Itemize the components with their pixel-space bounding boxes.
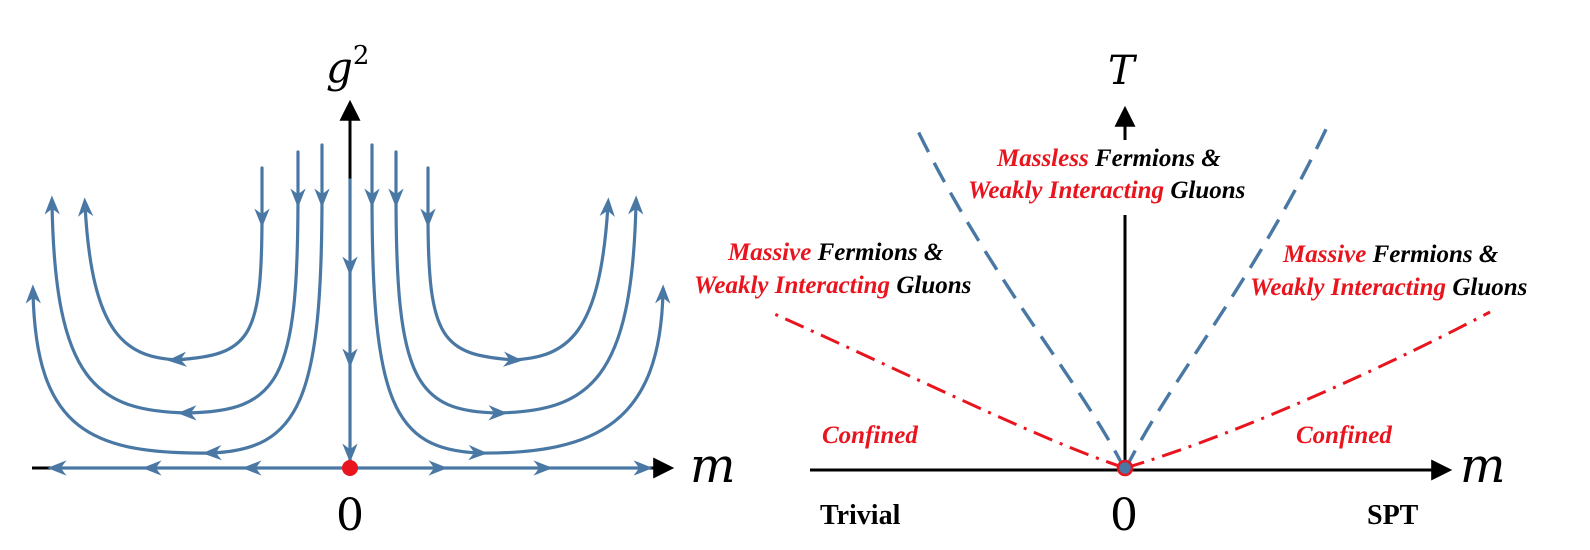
top-label-background xyxy=(990,140,1290,215)
right-origin-point xyxy=(1116,459,1134,477)
left-m-axis-label: m xyxy=(690,438,736,494)
region-label-upper-left: Massive Fermions & Weakly Interacting Gl… xyxy=(694,239,971,299)
svg-text:Massive Fermions &: Massive Fermions & xyxy=(727,239,944,266)
left-panel: g2 m 0 xyxy=(25,41,736,541)
svg-text:Weakly Interacting Gluons: Weakly Interacting Gluons xyxy=(1250,274,1527,301)
phase-label-trivial: Trivial xyxy=(820,500,901,531)
right-panel: T m 0 Massless Fermions & Weakly Interac… xyxy=(694,48,1527,541)
flow-curves-right xyxy=(364,143,671,461)
flow-curves-left xyxy=(25,143,330,461)
left-origin-label: 0 xyxy=(336,490,364,541)
transition-line-right xyxy=(1124,310,1491,470)
crossover-line-right xyxy=(1123,124,1330,471)
phase-label-spt: SPT xyxy=(1367,500,1419,531)
svg-text:Massless Fermions &: Massless Fermions & xyxy=(996,145,1221,172)
svg-text:Massive Fermions &: Massive Fermions & xyxy=(1282,241,1499,268)
right-origin-label: 0 xyxy=(1110,490,1138,541)
left-g2-axis-label: g2 xyxy=(326,41,369,92)
left-fixed-point xyxy=(342,460,358,476)
transition-line-left xyxy=(769,310,1126,470)
right-t-axis-label: T xyxy=(1108,48,1138,94)
confined-label-right: Confined xyxy=(1296,422,1392,449)
confined-label-left: Confined xyxy=(822,422,918,449)
svg-text:Weakly Interacting Gluons: Weakly Interacting Gluons xyxy=(694,272,971,299)
crossover-line-left xyxy=(913,124,1127,471)
axis-flow-lines xyxy=(47,178,653,476)
region-label-upper-right: Massive Fermions & Weakly Interacting Gl… xyxy=(1250,241,1527,301)
svg-text:Weakly Interacting Gluons: Weakly Interacting Gluons xyxy=(968,177,1245,204)
region-label-top: Massless Fermions & Weakly Interacting G… xyxy=(968,145,1245,204)
right-m-axis-label: m xyxy=(1460,438,1506,494)
